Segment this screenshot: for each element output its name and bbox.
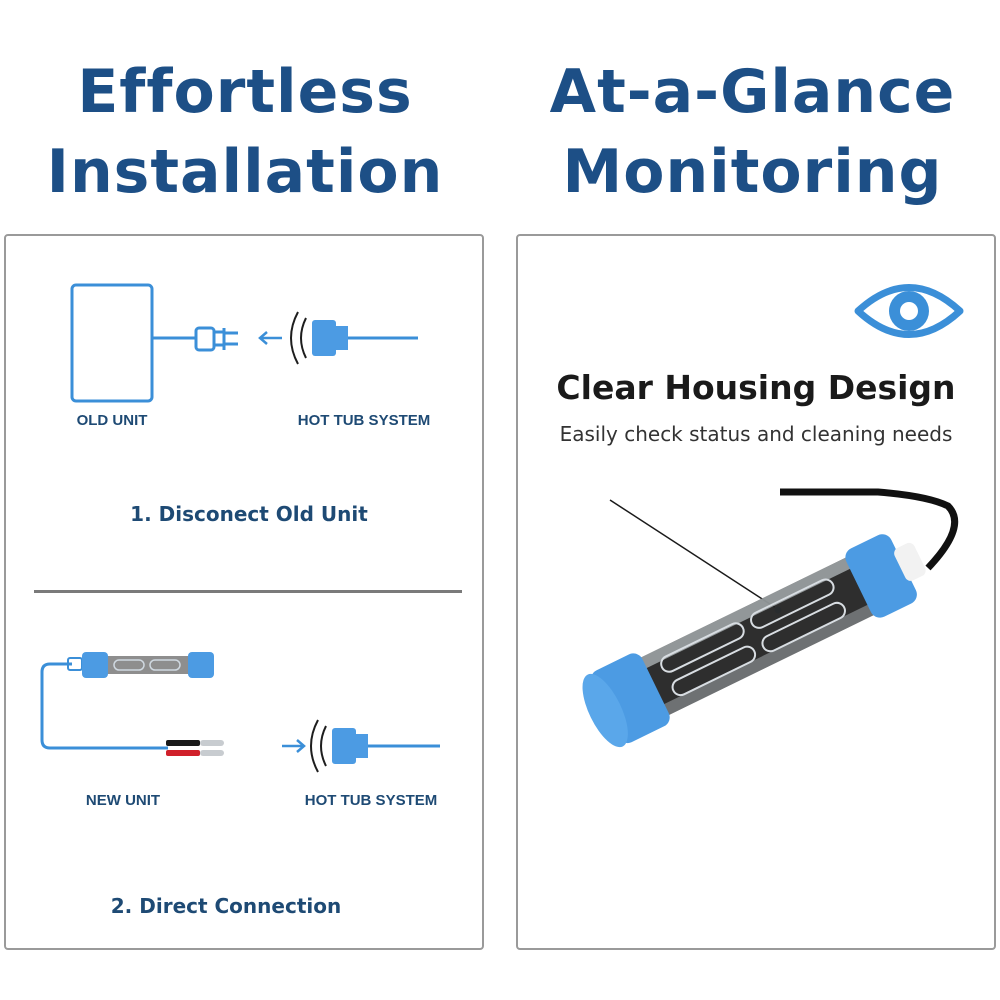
step-1-caption: 1. Disconect Old Unit <box>130 502 368 526</box>
hot-tub-connector-icon <box>332 728 440 764</box>
old-unit-box <box>70 283 154 403</box>
step-2-caption: 2. Direct Connection <box>110 894 342 918</box>
monitoring-panel: Clear Housing Design Easily check status… <box>516 234 996 950</box>
new-unit-icon <box>67 652 214 678</box>
installation-panel: OLD UNIT HOT TUB SYSTEM 1. Disconect Old… <box>4 234 484 950</box>
direct-connection-illustration <box>40 652 440 773</box>
hot-tub-system-label: HOT TUB SYSTEM <box>304 792 438 809</box>
step-divider <box>34 590 462 593</box>
disconnect-illustration <box>70 283 418 403</box>
hot-tub-connector-icon <box>312 320 418 356</box>
hot-tub-system-label: HOT TUB SYSTEM <box>297 412 431 429</box>
plug-icon <box>194 326 238 352</box>
heading-line-2: Monitoring <box>562 137 943 207</box>
clear-housing-product <box>582 488 959 748</box>
new-unit-label: NEW UNIT <box>85 792 161 809</box>
heading-line-2: Installation <box>46 137 444 207</box>
eye-icon <box>854 284 964 338</box>
heading-line-1: At-a-Glance <box>549 57 956 127</box>
arrow-left-icon <box>258 331 282 345</box>
feature-title: Clear Housing Design <box>556 368 956 407</box>
feature-subtitle: Easily check status and cleaning needs <box>559 422 953 446</box>
arrow-right-icon <box>282 739 306 753</box>
installation-heading: Effortless Installation <box>0 52 490 212</box>
monitoring-heading: At-a-Glance Monitoring <box>505 52 1000 212</box>
old-unit-label: OLD UNIT <box>76 412 148 429</box>
heading-line-1: Effortless <box>77 57 413 127</box>
